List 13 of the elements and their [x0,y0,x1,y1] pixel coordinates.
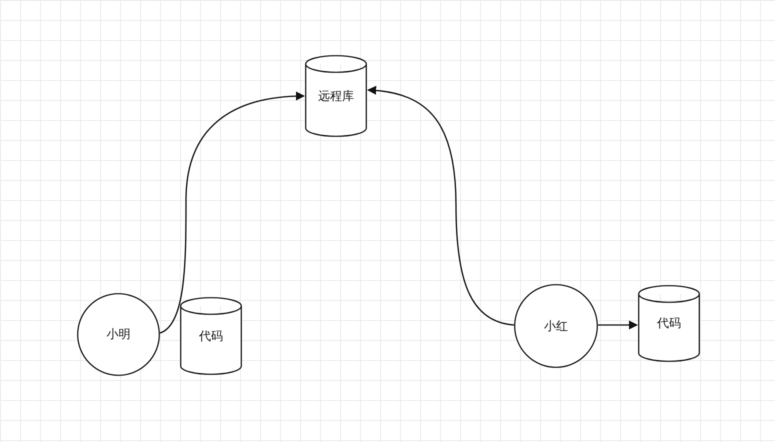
arrow [598,320,638,330]
arrow [160,92,305,334]
arrow [367,86,514,326]
database-cylinder [305,55,367,137]
person-circle [514,284,598,368]
node-label: 小红 [544,318,568,334]
node-label: 小明 [106,326,130,343]
node-label: 远程库 [318,88,354,104]
node-label: 代码 [657,315,681,332]
database-cylinder [180,297,242,375]
node-label: 代码 [199,328,223,344]
database-cylinder [638,285,700,362]
person-circle [77,293,160,376]
